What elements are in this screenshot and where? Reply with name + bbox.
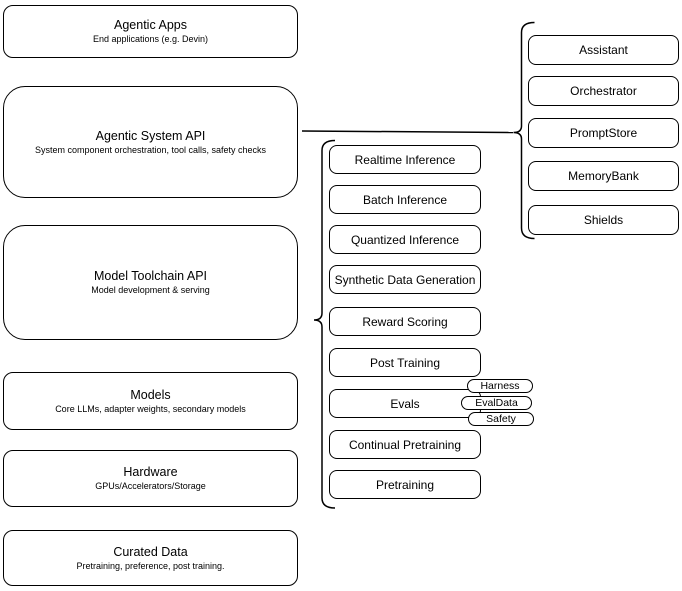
node-label: Batch Inference (362, 192, 448, 207)
node-assistant: Assistant (528, 35, 679, 65)
node-shields: Shields (528, 205, 679, 235)
node-label: Orchestrator (570, 84, 637, 98)
node-title: Model Toolchain API (93, 269, 208, 283)
node-orchestrator: Orchestrator (528, 76, 679, 106)
tag-evaldata: EvalData (461, 396, 532, 410)
tag-label: Safety (486, 412, 516, 425)
node-reward-scoring: Reward Scoring (329, 307, 481, 336)
node-hardware: Hardware GPUs/Accelerators/Storage (3, 450, 298, 507)
node-memorybank: MemoryBank (528, 161, 679, 191)
node-subtitle: System component orchestration, tool cal… (34, 144, 267, 155)
tag-label: EvalData (475, 396, 518, 409)
node-synthetic-data-generation: Synthetic Data Generation (329, 265, 481, 294)
node-subtitle: Core LLMs, adapter weights, secondary mo… (55, 403, 246, 414)
node-continual-pretraining: Continual Pretraining (329, 430, 481, 459)
node-label: Pretraining (375, 477, 435, 492)
node-label: Assistant (579, 43, 628, 57)
node-label: Evals (390, 396, 420, 411)
node-curated-data: Curated Data Pretraining, preference, po… (3, 530, 298, 586)
node-label: Synthetic Data Generation (334, 272, 476, 287)
node-title: Agentic Apps (114, 18, 187, 32)
node-title: Hardware (123, 465, 178, 479)
node-label: MemoryBank (568, 169, 639, 183)
node-title: Curated Data (113, 544, 188, 559)
tag-harness: Harness (467, 379, 533, 393)
node-subtitle: Pretraining, preference, post training. (76, 560, 225, 571)
node-label: Continual Pretraining (348, 437, 462, 452)
node-promptstore: PromptStore (528, 118, 679, 148)
node-subtitle: End applications (e.g. Devin) (92, 34, 209, 44)
node-pretraining: Pretraining (329, 470, 481, 499)
node-post-training: Post Training (329, 348, 481, 377)
node-label: Post Training (369, 355, 441, 370)
node-title: Models (130, 387, 171, 402)
node-agentic-apps: Agentic Apps End applications (e.g. Devi… (3, 5, 298, 58)
node-quantized-inference: Quantized Inference (329, 225, 481, 254)
node-realtime-inference: Realtime Inference (329, 145, 481, 174)
node-subtitle: GPUs/Accelerators/Storage (95, 481, 206, 491)
node-title: Agentic System API (95, 128, 206, 143)
tag-label: Harness (480, 379, 520, 392)
node-models: Models Core LLMs, adapter weights, secon… (3, 372, 298, 430)
node-model-toolchain-api: Model Toolchain API Model development & … (3, 225, 298, 340)
node-agentic-system-api: Agentic System API System component orch… (3, 86, 298, 198)
node-label: Realtime Inference (354, 152, 456, 167)
node-subtitle: Model development & serving (91, 285, 210, 295)
node-batch-inference: Batch Inference (329, 185, 481, 214)
node-evals: Evals (329, 389, 481, 418)
node-label: Reward Scoring (362, 314, 448, 329)
system-api-connector-line (301, 130, 514, 134)
node-label: PromptStore (569, 126, 638, 140)
node-label: Quantized Inference (350, 232, 460, 247)
tag-safety: Safety (468, 412, 534, 426)
node-label: Shields (583, 213, 624, 227)
